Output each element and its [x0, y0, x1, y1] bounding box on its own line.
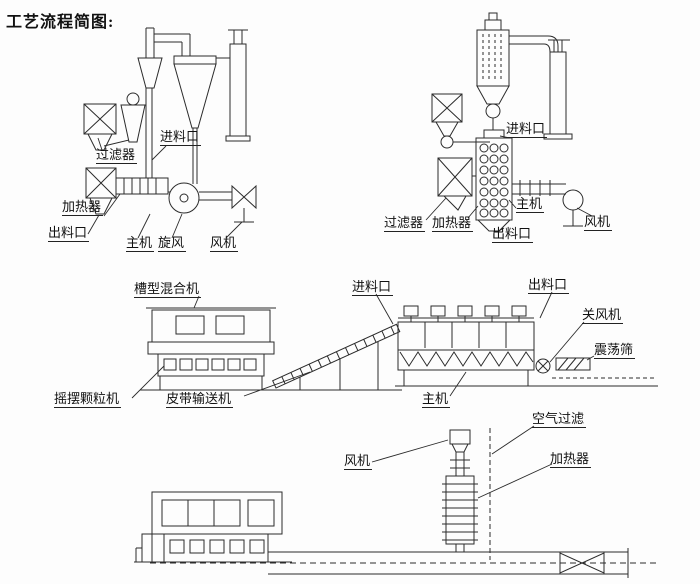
label-line-vibrating-sieve: 震荡筛	[594, 342, 636, 359]
label-flash-filter: 过滤器	[96, 147, 138, 164]
label-fbd-discharge: 出料口	[492, 226, 534, 243]
fluid-bed-dryer-drawing	[431, 12, 584, 238]
label-line-main: 主机	[422, 391, 451, 408]
page-title: 工艺流程简图:	[6, 14, 115, 31]
label-flash-fan: 风机	[210, 235, 239, 252]
label-flash-heater: 加热器	[62, 199, 104, 216]
label-line-belt-conveyor: 皮带输送机	[166, 391, 234, 408]
label-flash-cyclone: 旋风	[158, 235, 187, 252]
label-line-feed-inlet: 进料口	[352, 279, 394, 296]
label-heat-air-filter: 空气过滤	[532, 411, 587, 428]
label-flash-main: 主机	[126, 235, 155, 252]
granulation-line-drawing	[140, 305, 658, 391]
label-line-airlock-fan: 关风机	[582, 307, 624, 324]
label-fbd-feed-inlet: 进料口	[506, 121, 548, 138]
label-fbd-fan: 风机	[584, 214, 613, 231]
label-line-trough-mixer: 槽型混合机	[134, 281, 202, 298]
label-line-swing-granulator: 摇摆颗粒机	[54, 391, 122, 408]
label-line-discharge: 出料口	[528, 277, 570, 294]
flash-dryer-drawing	[83, 27, 257, 223]
label-fbd-main: 主机	[516, 196, 545, 213]
heating-line-drawing	[134, 428, 656, 578]
leader-lines	[87, 135, 595, 499]
label-fbd-filter: 过滤器	[384, 215, 426, 232]
label-heat-heater: 加热器	[550, 451, 592, 468]
label-flash-discharge: 出料口	[48, 225, 90, 242]
label-heat-fan: 风机	[344, 453, 373, 470]
label-fbd-heater: 加热器	[432, 215, 474, 232]
label-flash-feed-inlet: 进料口	[160, 129, 202, 146]
